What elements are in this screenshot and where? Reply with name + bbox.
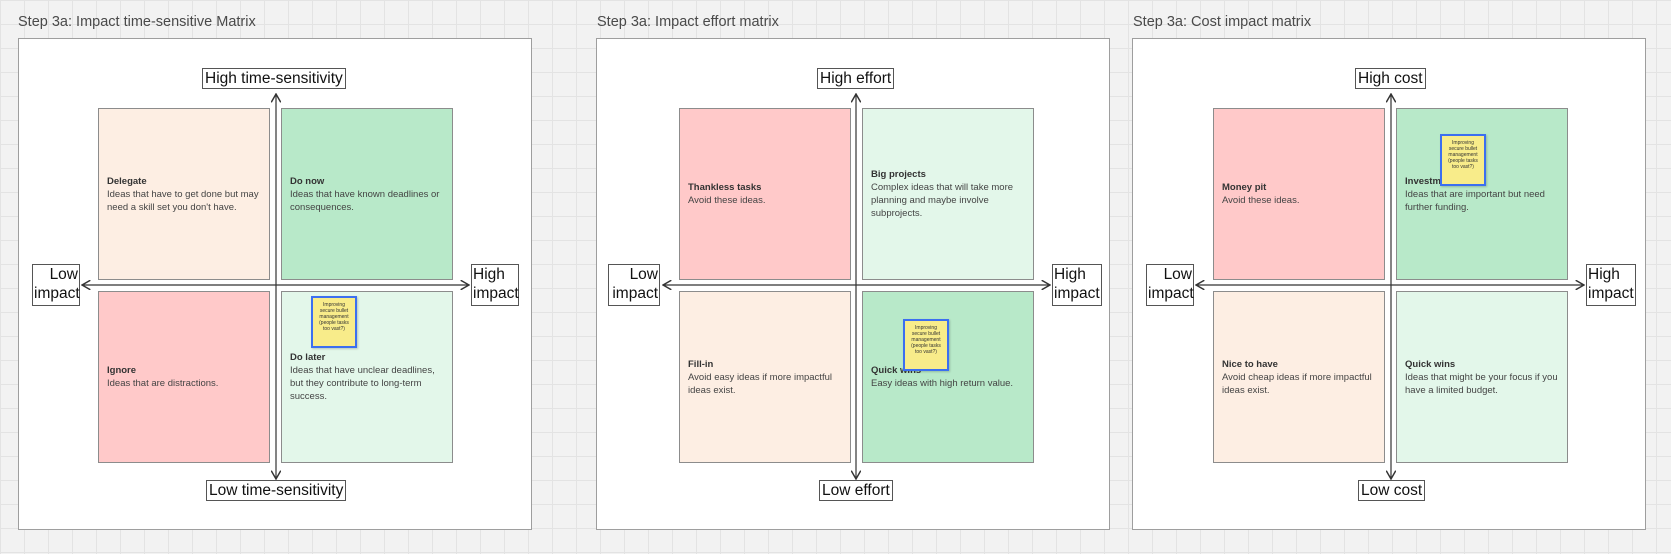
axes <box>597 39 1111 531</box>
quadrant-description: Avoid cheap ideas if more impactful idea… <box>1222 371 1372 396</box>
quadrant-description: Ideas that are distractions. <box>107 378 219 389</box>
quadrant-description: Ideas that have to get done but may need… <box>107 188 259 213</box>
quadrant-description: Ideas that might be your focus if you ha… <box>1405 371 1558 396</box>
frame-title: Step 3a: Impact time-sensitive Matrix <box>18 14 256 30</box>
quadrant-title: Big projects <box>871 169 926 180</box>
axis-label-left[interactable]: Low impact <box>1146 264 1194 306</box>
quadrant-title: Nice to have <box>1222 358 1278 370</box>
sticky-note[interactable]: Improving secure bullet management (peop… <box>903 319 949 371</box>
axes <box>1133 39 1647 531</box>
matrix-frame-cost-impact[interactable]: Money pit Avoid these ideas. Investments… <box>1132 38 1646 530</box>
quadrant-top-right[interactable]: Do now Ideas that have known deadlines o… <box>281 108 453 280</box>
quadrant-title: Quick wins <box>871 365 922 376</box>
quadrant-description: Avoid these ideas. <box>688 195 766 206</box>
quadrant-title: Thankless tasks <box>688 182 762 193</box>
quadrant-title: Delegate <box>107 175 147 187</box>
quadrant-bottom-left[interactable]: Ignore Ideas that are distractions. <box>98 291 270 463</box>
axis-label-top[interactable]: High effort <box>817 68 895 89</box>
axes <box>19 39 533 531</box>
frame-title: Step 3a: Cost impact matrix <box>1133 14 1312 30</box>
quadrant-bottom-left[interactable]: Fill-in Avoid easy ideas if more impactf… <box>679 291 851 463</box>
quadrant-description: Ideas that are important but need furthe… <box>1405 188 1545 213</box>
quadrant-top-right[interactable]: Big projects Complex ideas that will tak… <box>862 108 1034 280</box>
quadrant-top-left[interactable]: Money pit Avoid these ideas. <box>1213 108 1385 280</box>
quadrant-title: Investments <box>1405 175 1461 187</box>
matrix-frame-impact-effort[interactable]: Thankless tasks Avoid these ideas. Big p… <box>596 38 1110 530</box>
quadrant-title: Ignore <box>107 365 137 376</box>
quadrant-description: Ideas that have known deadlines or conse… <box>290 188 440 213</box>
quadrant-top-left[interactable]: Delegate Ideas that have to get done but… <box>98 108 270 280</box>
axis-label-bottom[interactable]: Low cost <box>1358 480 1426 501</box>
matrix-frame-impact-time[interactable]: Delegate Ideas that have to get done but… <box>18 38 532 530</box>
quadrant-title: Money pit <box>1222 182 1267 193</box>
sticky-note[interactable]: Improving secure bullet management (peop… <box>1440 134 1486 186</box>
quadrant-bottom-right[interactable]: Quick wins Easy ideas with high return v… <box>862 291 1034 463</box>
axis-label-right[interactable]: High impact <box>1052 264 1102 306</box>
quadrant-description: Ideas that have unclear deadlines, but t… <box>290 365 435 402</box>
axis-label-bottom[interactable]: Low effort <box>819 480 893 501</box>
axis-label-left[interactable]: Low impact <box>32 264 80 306</box>
quadrant-title: Do now <box>290 175 325 187</box>
axis-label-top[interactable]: High time-sensitivity <box>202 68 346 89</box>
axis-label-bottom[interactable]: Low time-sensitivity <box>206 480 347 501</box>
quadrant-title: Quick wins <box>1405 358 1456 370</box>
axis-label-left[interactable]: Low impact <box>608 264 660 306</box>
quadrant-description: Easy ideas with high return value. <box>871 378 1014 389</box>
quadrant-title: Fill-in <box>688 358 714 370</box>
frame-title: Step 3a: Impact effort matrix <box>597 14 779 30</box>
quadrant-top-left[interactable]: Thankless tasks Avoid these ideas. <box>679 108 851 280</box>
quadrant-title: Do later <box>290 352 326 363</box>
quadrant-description: Avoid easy ideas if more impactful ideas… <box>688 371 832 396</box>
quadrant-description: Avoid these ideas. <box>1222 195 1300 206</box>
axis-label-top[interactable]: High cost <box>1355 68 1426 89</box>
quadrant-bottom-right[interactable]: Do later Ideas that have unclear deadlin… <box>281 291 453 463</box>
quadrant-description: Complex ideas that will take more planni… <box>871 182 1014 219</box>
quadrant-bottom-left[interactable]: Nice to have Avoid cheap ideas if more i… <box>1213 291 1385 463</box>
quadrant-bottom-right[interactable]: Quick wins Ideas that might be your focu… <box>1396 291 1568 463</box>
axis-label-right[interactable]: High impact <box>471 264 519 306</box>
sticky-note[interactable]: Improving secure bullet management (peop… <box>311 296 357 348</box>
axis-label-right[interactable]: High impact <box>1586 264 1636 306</box>
